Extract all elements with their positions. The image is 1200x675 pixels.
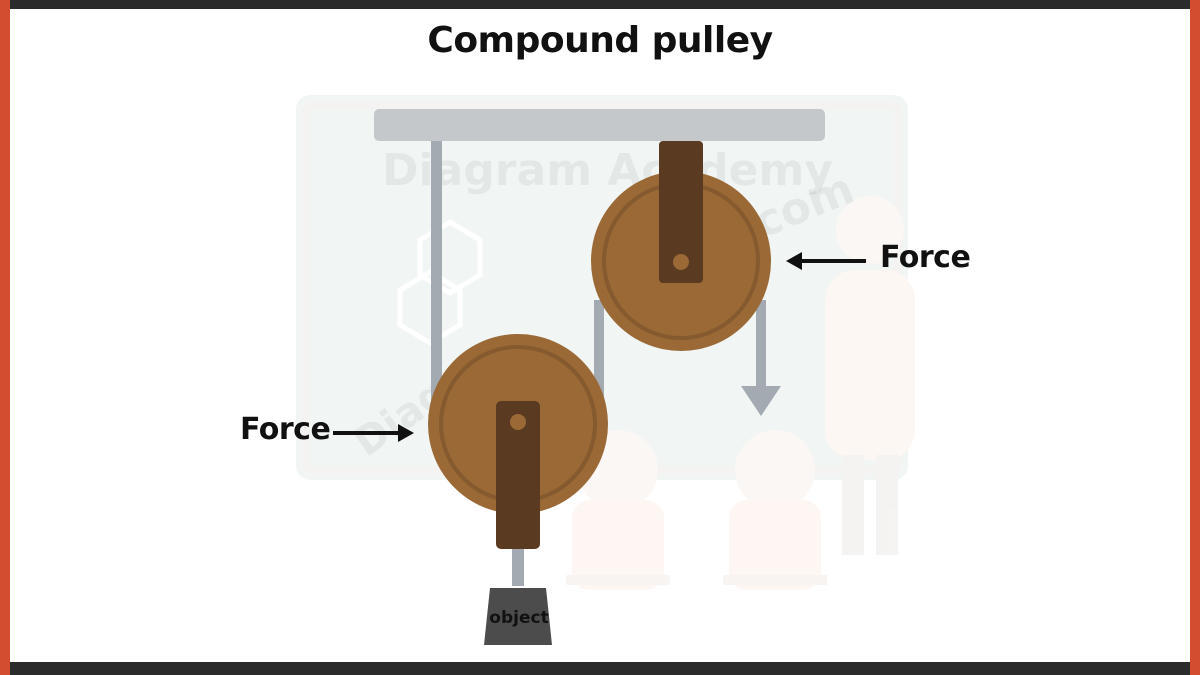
frame-top-bar <box>0 0 1200 9</box>
rope-right-pull <box>756 300 766 395</box>
watermark-brand-text: Diagram Academy <box>382 145 833 196</box>
watermark-teacher-leg <box>876 455 898 555</box>
frame-bottom-bar <box>0 662 1200 675</box>
watermark-desk <box>723 575 827 585</box>
watermark-teacher-head <box>836 196 904 264</box>
movable-pulley <box>428 334 608 549</box>
force-arrow-right <box>786 252 866 270</box>
watermark-hexagon <box>397 269 463 346</box>
ceiling-beam <box>374 109 825 141</box>
watermark-desk <box>566 575 670 585</box>
object-label: object <box>489 608 549 628</box>
rope-object-link <box>512 548 524 586</box>
frame-left-bar <box>0 0 10 675</box>
force-label-left: Force <box>240 412 331 447</box>
watermark-student-head <box>735 430 815 510</box>
frame-right-bar <box>1190 0 1200 675</box>
fixed-pulley-axle <box>673 254 689 270</box>
watermark-chalkboard-frame <box>302 101 902 474</box>
watermark-teacher-body <box>825 270 915 460</box>
rope-pull-arrowhead <box>741 386 781 416</box>
page-title: Compound pulley <box>427 20 773 61</box>
watermark-student-body <box>572 500 664 590</box>
fixed-pulley-bracket <box>659 141 703 283</box>
movable-pulley-axle <box>510 414 526 430</box>
movable-pulley-bracket <box>496 401 540 549</box>
force-label-right: Force <box>880 240 971 275</box>
watermark-student-body <box>729 500 821 590</box>
watermark-teacher-leg <box>842 455 864 555</box>
watermark-hexagon <box>417 219 483 296</box>
rope-middle <box>594 300 604 426</box>
rope-left-anchor <box>431 141 442 426</box>
force-arrow-left <box>333 424 414 442</box>
fixed-pulley <box>591 141 771 351</box>
object-weight <box>484 588 552 645</box>
